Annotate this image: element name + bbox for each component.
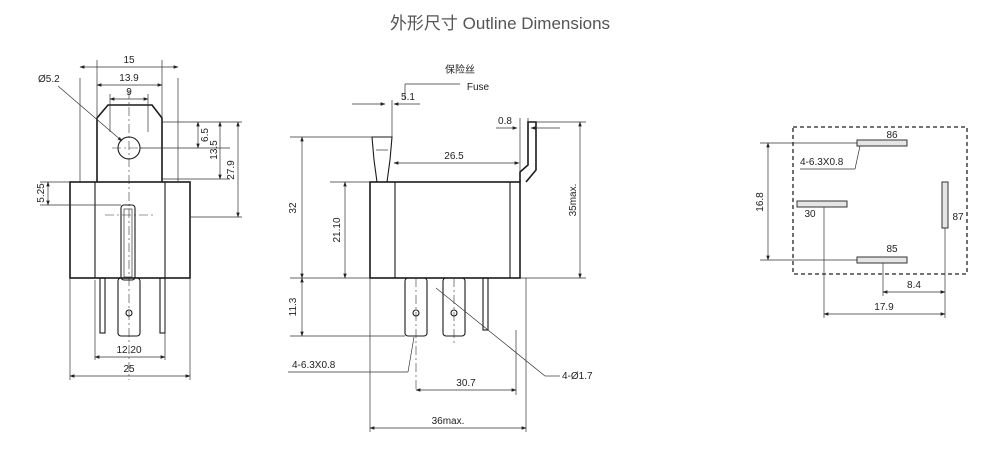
dim-hole-dia: Ø5.2 <box>38 74 60 85</box>
dim-26-5: 26.5 <box>444 151 464 162</box>
dim-0-8: 0.8 <box>498 116 512 127</box>
dim-35max: 35max. <box>568 184 579 217</box>
dim-6-5: 6.5 <box>200 128 211 142</box>
side-terminals-label: 4-6.3X0.8 <box>292 360 336 371</box>
pin-87-label: 87 <box>952 212 964 223</box>
dim-30-7: 30.7 <box>456 378 476 389</box>
pin-layout-view: 86 85 30 87 4-6.3X0.8 16.8 8.4 17.9 <box>755 126 968 318</box>
dim-27-9: 27.9 <box>226 160 237 180</box>
pin-terminals-label: 4-6.3X0.8 <box>800 157 844 168</box>
relay-body <box>69 181 191 279</box>
dim-17-9: 17.9 <box>874 302 894 313</box>
dim-5-1: 5.1 <box>401 92 415 103</box>
pin-30-terminal <box>796 200 848 208</box>
pin-outline <box>792 126 968 275</box>
pin-30-label: 30 <box>804 209 816 220</box>
front-view: 15 13.9 9 Ø5.2 6.5 13.5 27.9 5.25 12.20 … <box>36 55 242 380</box>
dim-11-3: 11.3 <box>288 297 299 316</box>
dim-36max: 36max. <box>432 416 465 427</box>
dim-12-20: 12.20 <box>116 345 141 356</box>
dim-9: 9 <box>126 87 132 98</box>
dim-21-10: 21.10 <box>332 217 343 242</box>
dim-32: 32 <box>288 202 299 214</box>
pin-85-terminal <box>856 256 908 264</box>
dim-13-9: 13.9 <box>119 73 139 84</box>
dim-8-4: 8.4 <box>907 280 921 291</box>
fuse-label-en: Fuse <box>467 82 490 93</box>
dim-16-8: 16.8 <box>755 192 766 212</box>
mounting-bracket <box>96 104 163 182</box>
holes-label: 4-Ø1.7 <box>562 371 593 382</box>
page-title: 外形尺寸 Outline Dimensions <box>389 14 611 33</box>
side-view: 32 21.10 11.3 35max. 5.1 保险丝 Fuse 0.8 26… <box>288 63 593 432</box>
dim-13-5: 13.5 <box>209 140 220 160</box>
fuse <box>371 136 393 183</box>
bracket-side <box>519 121 537 183</box>
fuse-label-cn: 保险丝 <box>445 63 475 76</box>
dim-25: 25 <box>123 364 135 375</box>
pin-86-label: 86 <box>886 130 898 141</box>
pin-86-terminal <box>856 139 908 147</box>
dim-5-25: 5.25 <box>36 183 47 203</box>
relay-body-side <box>369 181 521 279</box>
pin-87-terminal <box>941 181 949 229</box>
dim-15: 15 <box>123 55 135 66</box>
pin-85-label: 85 <box>886 244 898 255</box>
